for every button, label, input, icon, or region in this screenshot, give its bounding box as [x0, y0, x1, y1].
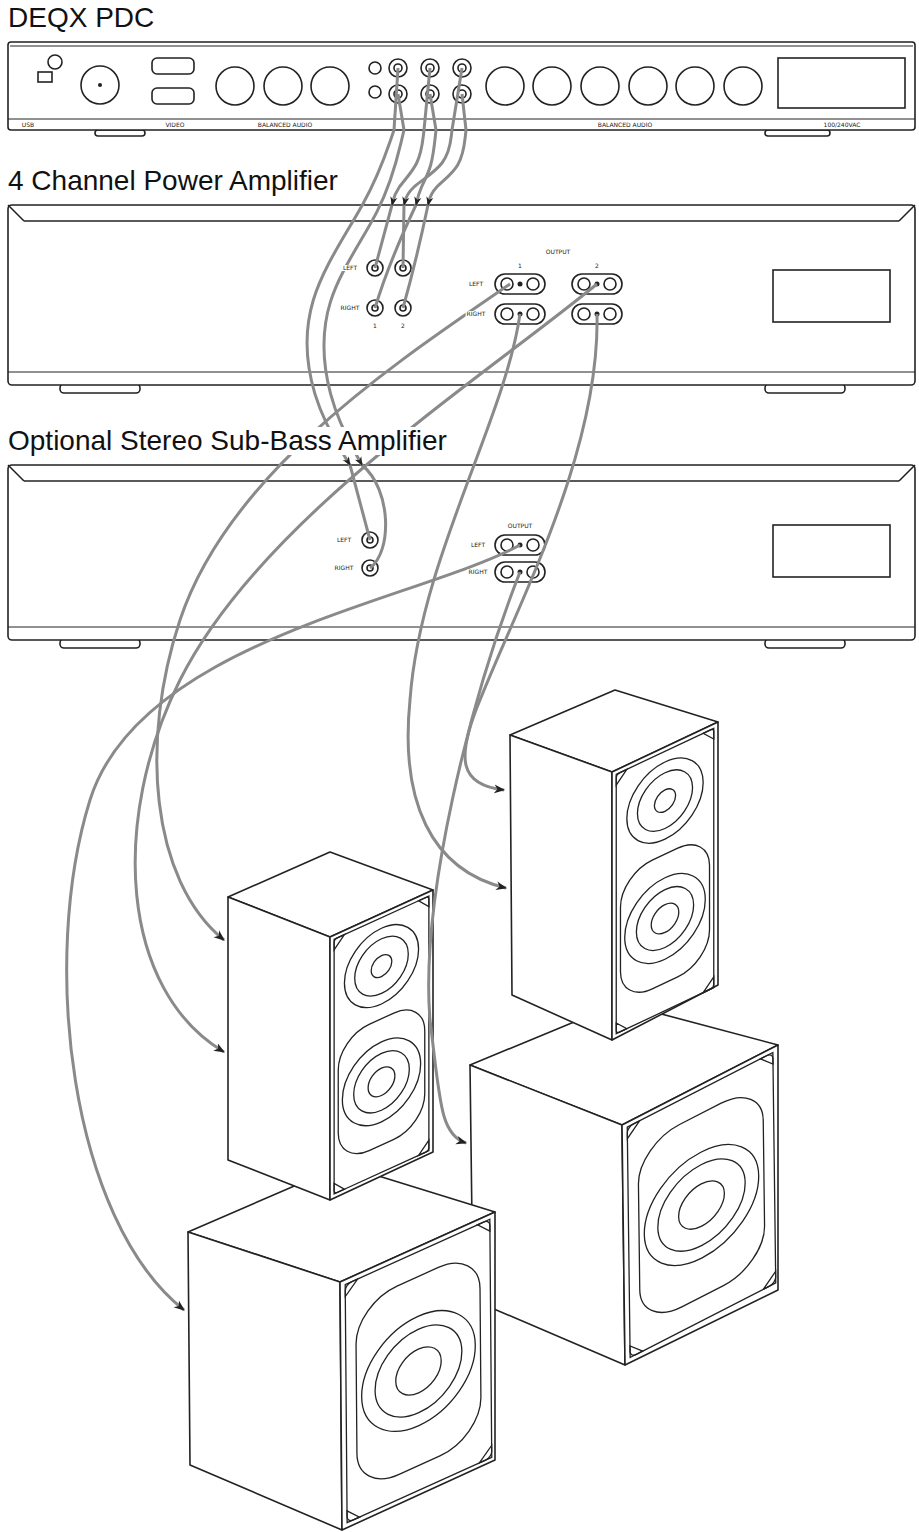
panel-label: OUTPUT [545, 249, 571, 255]
panel-label: VIDEO [164, 122, 185, 128]
panel-label: 1 [372, 323, 378, 329]
device-title: 4 Channel Power Amplifier [8, 167, 340, 195]
panel-label: LEFT [342, 265, 358, 271]
signal-wire [350, 68, 466, 568]
panel-label: 100/240VAC [823, 122, 862, 128]
panel-label: 2 [594, 263, 600, 269]
signal-cable [428, 130, 466, 205]
bookshelf-speaker [228, 852, 433, 1200]
device-title: Optional Stereo Sub-Bass Amplifier [8, 427, 449, 455]
panel-label: OUTPUT [507, 523, 533, 529]
deqx-panel [8, 42, 915, 136]
panel-label: BALANCED AUDIO [257, 122, 313, 128]
panel-label: RIGHT [334, 565, 355, 571]
amplifier-panel [8, 465, 915, 648]
device-panel: 4 Channel Power Amplifier [8, 205, 915, 385]
panel-label: 1 [517, 263, 523, 269]
signal-cable [324, 130, 404, 465]
panel-label: BALANCED AUDIO [597, 122, 653, 128]
amplifier-panel [8, 205, 915, 393]
panel-label: RIGHT [340, 305, 361, 311]
device-panel: Optional Stereo Sub-Bass Amplifier [8, 465, 915, 640]
panel-label: RIGHT [468, 569, 489, 575]
device-title: DEQX PDC [8, 4, 156, 32]
panel-label: RIGHT [466, 311, 487, 317]
panel-label: LEFT [470, 542, 486, 548]
panel-label: LEFT [468, 281, 484, 287]
speaker-cable [67, 284, 597, 1310]
device-panel: DEQX PDC [8, 42, 915, 130]
subwoofer [188, 1165, 495, 1530]
panel-label: 2 [400, 323, 406, 329]
bookshelf-speaker [510, 690, 718, 1040]
signal-cable [404, 130, 452, 205]
panel-label: LEFT [336, 537, 352, 543]
panel-label: USB [21, 122, 35, 128]
signal-cable [307, 130, 394, 465]
subwoofer [470, 1003, 778, 1365]
